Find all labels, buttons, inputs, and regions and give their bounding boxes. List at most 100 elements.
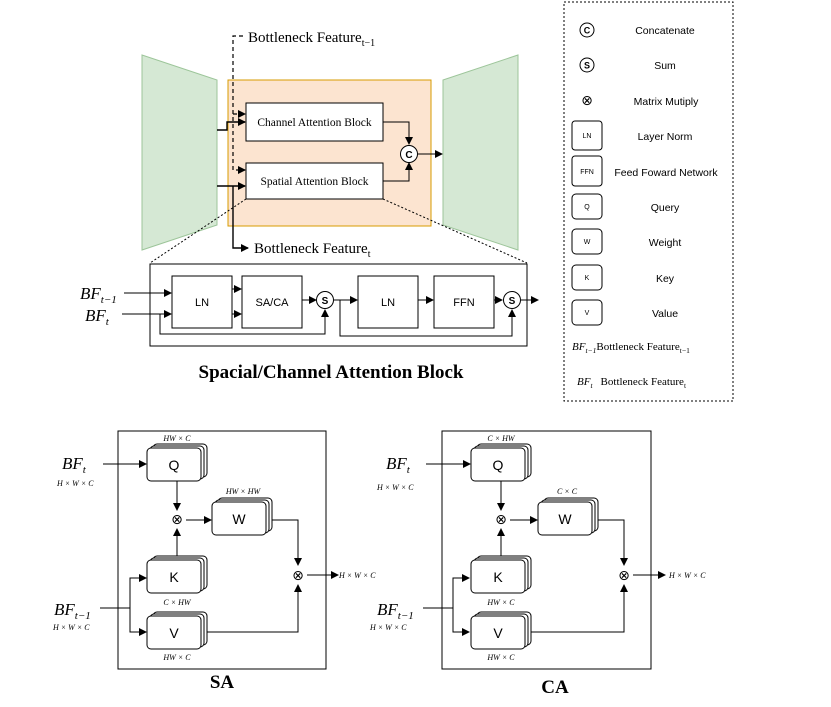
- encoder-trapezoid: [141, 54, 218, 251]
- sa-q-box: [146, 447, 202, 482]
- sa-k-dim: C × HW: [163, 598, 192, 607]
- sa-input-prev-dim: H × W × C: [52, 623, 90, 632]
- detail-input-cur: BFt: [85, 306, 110, 328]
- legend-sum-label: Sum: [654, 60, 676, 72]
- sa-diagram: BFt H × W × C BFt−1 H × W × C HW × C Q ⊗…: [52, 430, 376, 693]
- ca-w-label: W: [558, 511, 572, 527]
- ca-w-dim: C × C: [557, 487, 578, 496]
- ca-mul2-icon: ⊗: [618, 567, 630, 583]
- legend-v-label: Value: [652, 308, 678, 320]
- sum1-icon: [316, 291, 334, 309]
- legend-k-label: Key: [656, 273, 675, 285]
- channel-attention-block: [245, 102, 384, 142]
- legend-ln-label: Layer Norm: [638, 131, 693, 143]
- sa-input-cur-dim: H × W × C: [56, 479, 94, 488]
- legend-v-box: [571, 299, 603, 326]
- ca-v-to-mul2: [531, 584, 628, 633]
- spatial-attention-label: Spatial Attention Block: [261, 176, 369, 188]
- legend-q-label: Query: [651, 202, 680, 214]
- concat-symbol: C: [405, 150, 412, 161]
- ln2-box: [357, 275, 419, 329]
- sa-mul1-icon: ⊗: [171, 511, 183, 527]
- legend-concat-symbol: C: [584, 26, 591, 36]
- channel-attention-label: Channel Attention Block: [257, 117, 372, 129]
- legend-matmul-symbol: ⊗: [581, 92, 593, 108]
- ca-v-dim: HW × C: [486, 653, 515, 662]
- legend-ln-symbol: LN: [583, 133, 592, 140]
- sa-k-label: K: [169, 569, 179, 585]
- ln1-label: LN: [195, 297, 209, 309]
- ca-q-label: Q: [493, 457, 504, 473]
- ca-input-cur-dim: H × W × C: [376, 483, 414, 492]
- ca-w-box: [537, 501, 593, 536]
- legend-k-symbol: K: [585, 275, 590, 282]
- concat-icon: [400, 145, 418, 163]
- sa-v-dim: HW × C: [162, 653, 191, 662]
- ca-title: CA: [541, 677, 569, 698]
- sum1-symbol: S: [322, 296, 329, 307]
- sa-input-cur: BFt: [62, 454, 87, 476]
- channel-to-concat-line: [383, 121, 413, 145]
- ln2-label: LN: [381, 297, 395, 309]
- ca-diagram: BFt H × W × C BFt−1 H × W × C C × HW Q ⊗…: [369, 430, 706, 698]
- top-architecture: Bottleneck Featuret−1 Bottleneck Feature…: [141, 30, 528, 264]
- decoder-trapezoid: [442, 54, 519, 251]
- sa-w-label: W: [232, 511, 246, 527]
- ffn-label: FFN: [453, 297, 474, 309]
- legend-q-symbol: Q: [584, 204, 590, 211]
- saca-label: SA/CA: [255, 297, 289, 309]
- sa-q-label: Q: [169, 457, 180, 473]
- sa-mul2-icon: ⊗: [292, 567, 304, 583]
- legend-w-box: [571, 228, 603, 255]
- legend-w-symbol: W: [584, 239, 591, 246]
- spatial-to-concat-line: [383, 162, 413, 182]
- ca-q-dim: C × HW: [487, 434, 516, 443]
- legend-bf-prev: BFt−1Bottleneck Featuret−1: [572, 341, 690, 355]
- sa-w-to-mul2: [272, 519, 302, 566]
- sa-v-label: V: [169, 625, 179, 641]
- bf-current-out-line: [232, 186, 249, 252]
- encoder-to-channel-line: [217, 118, 246, 131]
- legend-concat-label: Concatenate: [635, 25, 695, 37]
- legend: C Concatenate S Sum ⊗ Matrix Mutiply LN …: [563, 1, 734, 402]
- ca-v-label: V: [493, 625, 503, 641]
- ca-w-to-mul2: [598, 519, 628, 566]
- ffn-box: [433, 275, 495, 329]
- ca-input-prev-dim: H × W × C: [369, 623, 407, 632]
- detail-block: BFt−1 BFt LN SA/CA S LN FFN S Spacial/Ch…: [80, 263, 539, 383]
- ca-k-dim: HW × C: [486, 598, 515, 607]
- sa-v-box: [146, 615, 202, 650]
- sa-w-box: [211, 501, 267, 536]
- legend-k-box: [571, 264, 603, 291]
- sa-v-to-mul2: [207, 584, 302, 633]
- legend-sum-icon: [579, 57, 595, 73]
- sa-out-dim: H × W × C: [338, 571, 376, 580]
- ca-mul1-icon: ⊗: [495, 511, 507, 527]
- sum2-icon: [503, 291, 521, 309]
- ca-k-box: [470, 559, 526, 594]
- residual1-line: [159, 309, 329, 335]
- legend-sum-symbol: S: [584, 61, 590, 71]
- legend-ffn-label: Feed Foward Network: [614, 167, 718, 179]
- legend-ffn-symbol: FFN: [580, 169, 594, 176]
- detail-title: Spacial/Channel Attention Block: [199, 362, 464, 383]
- ca-input-prev: BFt−1: [377, 600, 414, 622]
- legend-v-symbol: V: [585, 310, 590, 317]
- ln1-box: [171, 275, 233, 329]
- sa-title: SA: [210, 672, 235, 693]
- zoom-line-left: [149, 198, 247, 264]
- bf-prev-dashed-line: [232, 35, 246, 174]
- legend-q-box: [571, 193, 603, 220]
- sum2-symbol: S: [509, 296, 516, 307]
- sa-k-box: [146, 559, 202, 594]
- legend-concat-icon: [579, 22, 595, 38]
- sa-w-dim: HW × HW: [225, 487, 262, 496]
- ca-input-cur: BFt: [386, 454, 411, 476]
- bf-current-label: Bottleneck Featuret: [254, 241, 371, 260]
- sa-q-dim: HW × C: [162, 434, 191, 443]
- ca-k-label: K: [493, 569, 503, 585]
- saca-box: [241, 275, 303, 329]
- legend-ffn-box: [571, 155, 603, 187]
